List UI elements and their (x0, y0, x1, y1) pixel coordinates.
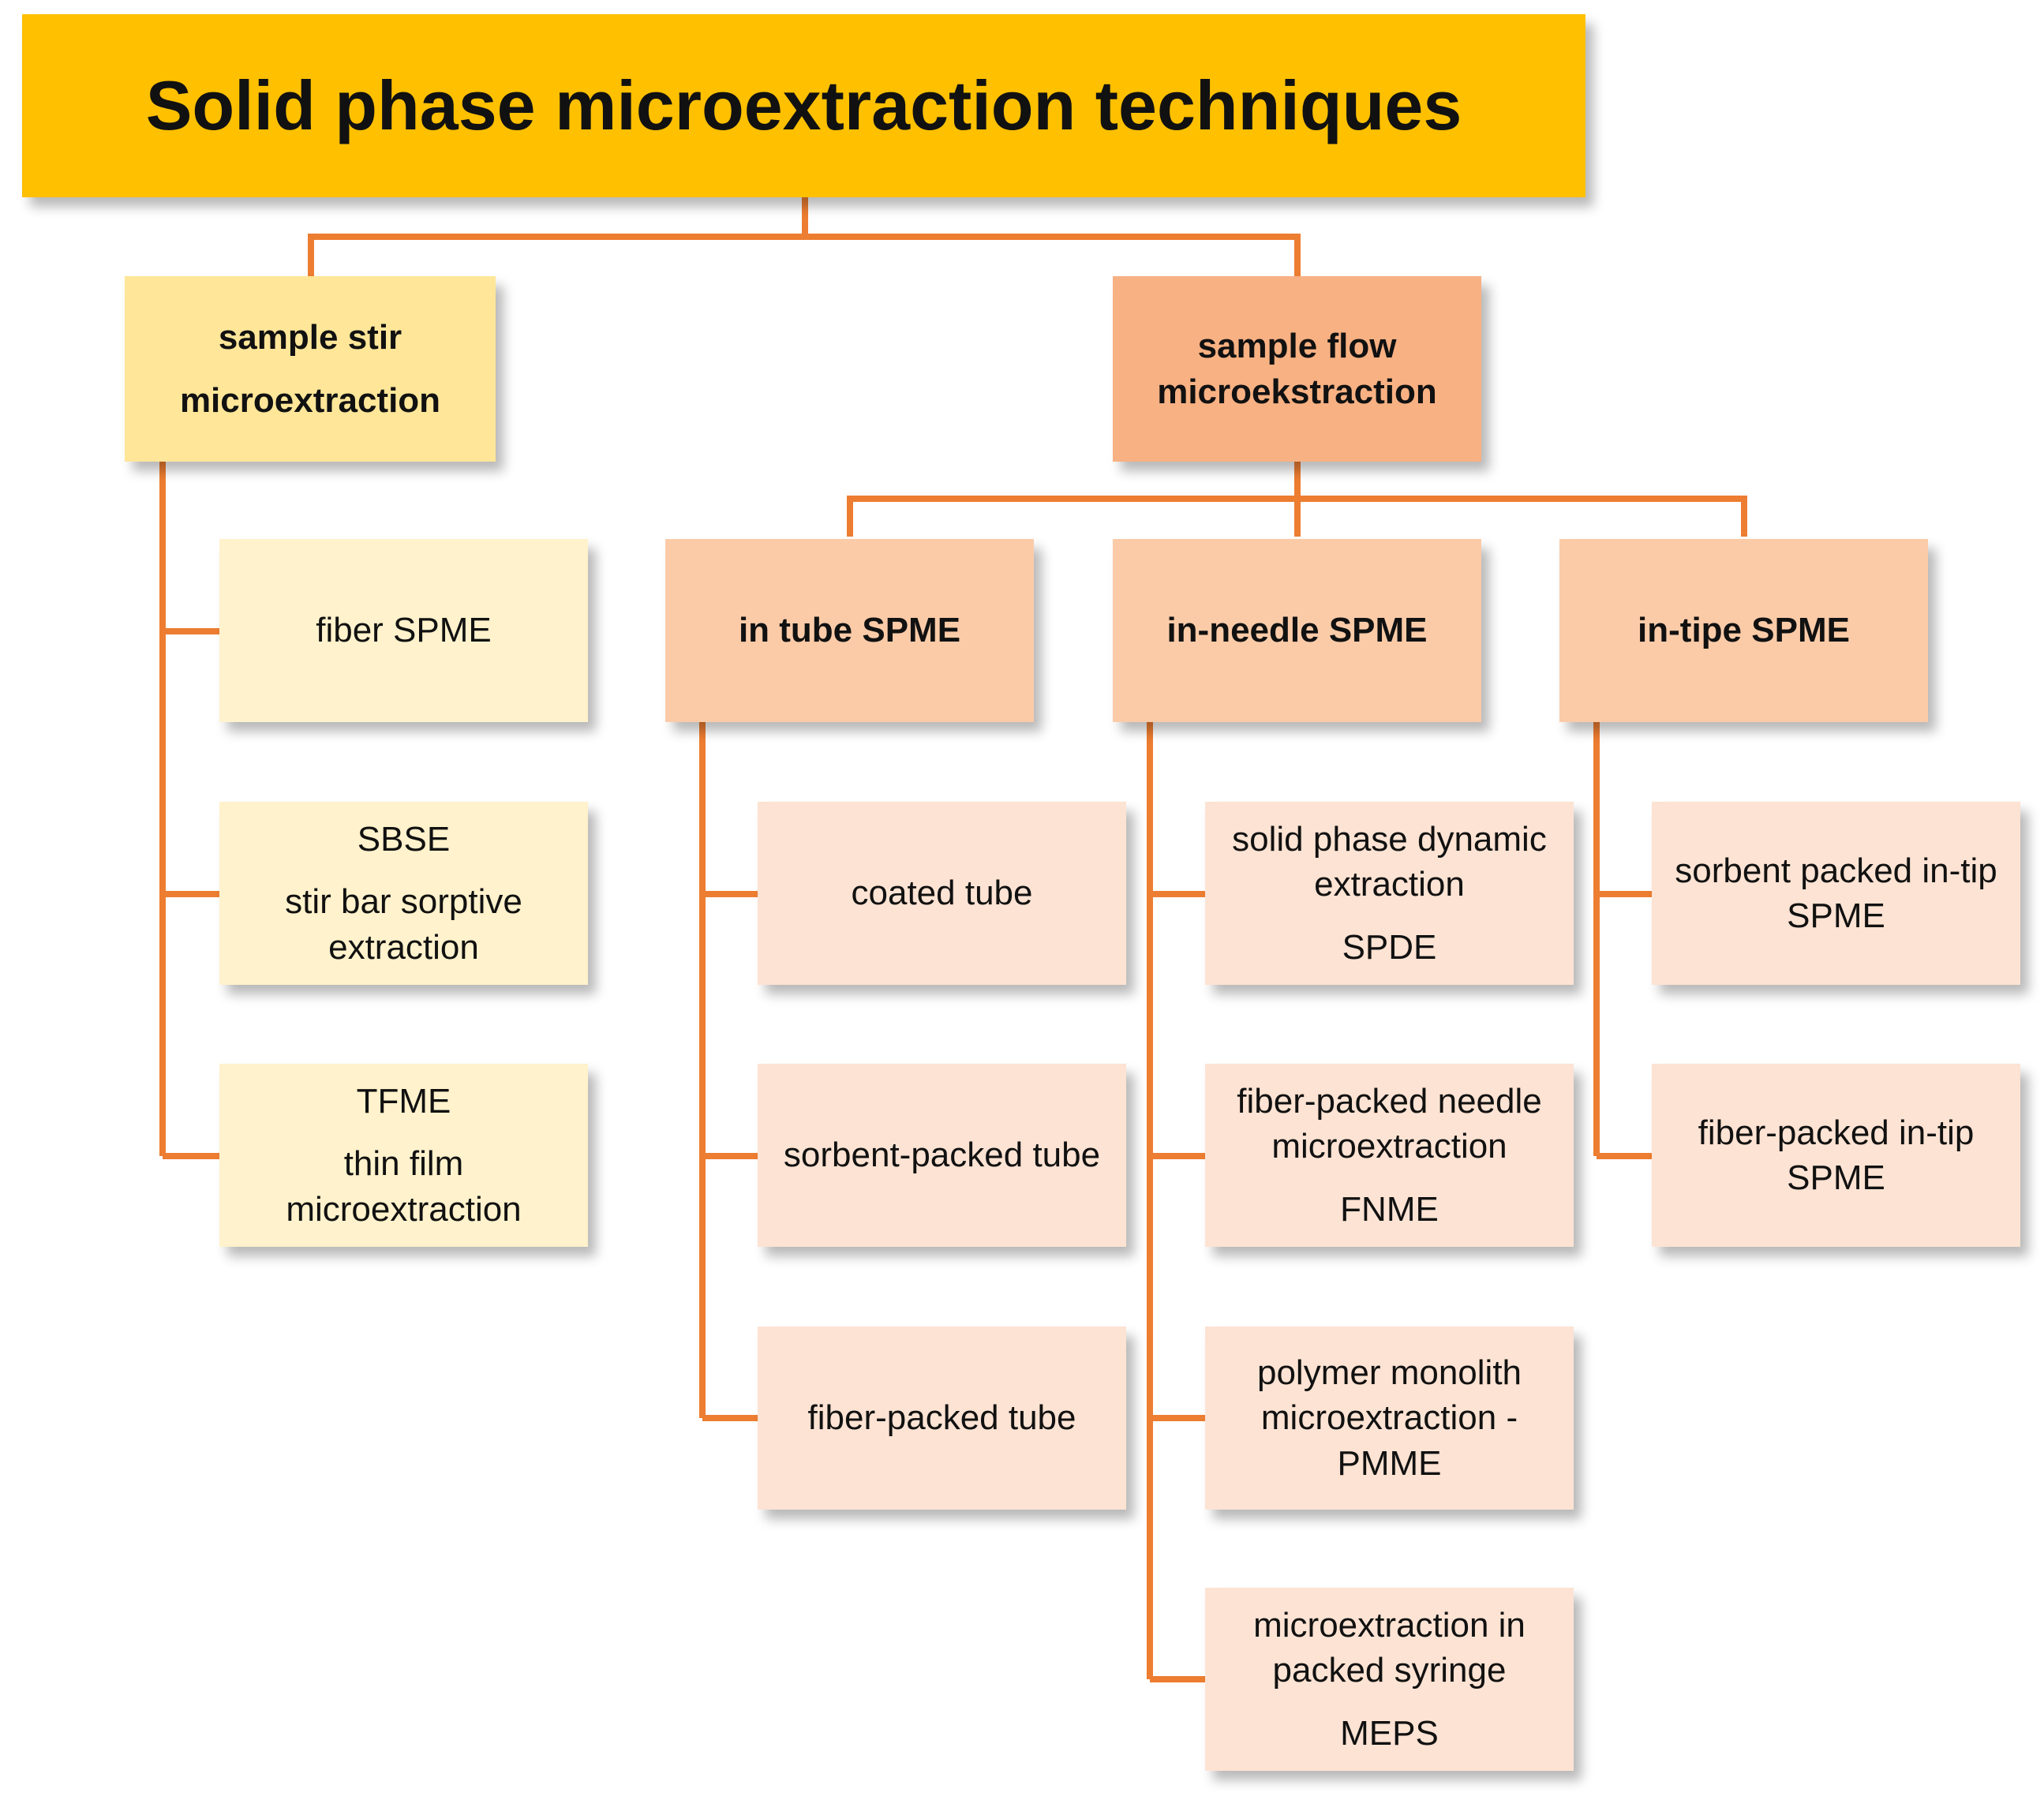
node-sorbent-packed-tube: sorbent-packed tube (758, 1064, 1126, 1247)
subcategory-label: in tube SPME (738, 611, 961, 650)
node-label-line: SPME (1787, 1158, 1885, 1197)
node-label-line: extraction (1314, 865, 1465, 904)
subcategory-in-needle-spme: in-needle SPME (1113, 539, 1481, 722)
node-label-line: thin film (343, 1144, 464, 1184)
node-tfme: TFME thin film microextraction (219, 1064, 588, 1247)
node-label-line: microextraction in (1253, 1606, 1526, 1645)
node-acronym: FNME (1340, 1189, 1439, 1229)
node-label-line: coated tube (851, 874, 1033, 913)
node-label-line: packed syringe (1272, 1651, 1507, 1690)
node-label-line: extraction (328, 927, 479, 967)
node-fiber-packed-tube: fiber-packed tube (758, 1327, 1126, 1510)
node-acronym: MEPS (1340, 1713, 1439, 1753)
diagram-title: Solid phase microextraction techniques (145, 65, 1462, 144)
node-label-line: stir bar sorptive (285, 882, 522, 922)
node-label-line: sorbent-packed tube (783, 1136, 1101, 1175)
node-label-line: microextraction (286, 1189, 522, 1229)
node-acronym: TFME (356, 1082, 451, 1121)
node-label-line: microextraction - (1260, 1398, 1518, 1438)
node-coated-tube: coated tube (758, 802, 1126, 985)
node-label-line: fiber SPME (316, 611, 492, 650)
node-spde: solid phase dynamic extraction SPDE (1205, 802, 1574, 985)
category-label-line: microextraction (179, 380, 441, 420)
node-acronym: PMME (1337, 1443, 1442, 1483)
node-acronym: SBSE (357, 820, 451, 859)
node-fiber-packed-in-tip: fiber-packed in-tip SPME (1652, 1064, 2020, 1247)
category-sample-stir: sample stir microextraction (125, 276, 496, 462)
node-label-line: polymer monolith (1256, 1353, 1522, 1393)
node-acronym: SPDE (1342, 927, 1437, 967)
node-meps: microextraction in packed syringe MEPS (1205, 1588, 1574, 1771)
subcategory-in-tip-spme: in-tipe SPME (1559, 539, 1928, 722)
subcategory-label: in-tipe SPME (1638, 611, 1850, 650)
connector-title-stir (308, 234, 1301, 276)
diagram-title-box: Solid phase microextraction techniques (22, 14, 1585, 197)
node-fnme: fiber-packed needle microextraction FNME (1205, 1064, 1574, 1247)
category-sample-flow: sample flow microekstraction (1113, 276, 1481, 462)
category-label-line: sample stir (218, 318, 402, 357)
category-label-line: microekstraction (1157, 372, 1437, 411)
node-label-line: solid phase dynamic (1232, 820, 1547, 859)
node-label-line: SPME (1787, 896, 1885, 935)
subcategory-label: in-needle SPME (1166, 611, 1428, 650)
subcategory-in-tube-spme: in tube SPME (665, 539, 1034, 722)
node-label-line: fiber-packed in-tip (1698, 1113, 1975, 1152)
node-sorbent-packed-in-tip: sorbent packed in-tip SPME (1652, 802, 2020, 985)
node-sbse: SBSE stir bar sorptive extraction (219, 802, 588, 985)
node-pmme: polymer monolith microextraction - PMME (1205, 1327, 1574, 1510)
node-label-line: sorbent packed in-tip (1675, 851, 1997, 890)
node-label-line: microextraction (1271, 1127, 1507, 1166)
node-label-line: fiber-packed tube (807, 1398, 1076, 1438)
category-label-line: sample flow (1197, 327, 1397, 366)
node-label-line: fiber-packed needle (1237, 1082, 1542, 1121)
node-fiber-spme: fiber SPME (219, 539, 588, 722)
